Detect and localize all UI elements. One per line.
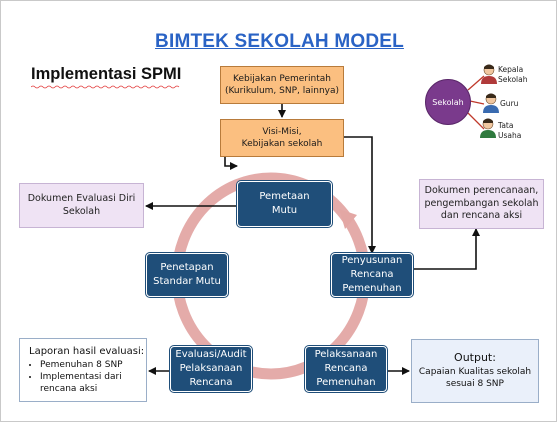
box-visi-misi: Visi-Misi, Kebijakan sekolah xyxy=(220,119,344,157)
box-pelaksanaan-rencana-pemenuhan: Pelaksanaan Rencana Pemenuhan xyxy=(305,346,387,392)
connector-guru xyxy=(469,100,485,105)
page-title: BIMTEK SEKOLAH MODEL xyxy=(155,31,404,52)
box-laporan-hasil-evaluasi: Laporan hasil evaluasi: Pemenuhan 8 SNP … xyxy=(19,338,147,402)
arrow-penyusunan-to-dokumen-perencanaan xyxy=(413,228,480,270)
cycle-arrowhead xyxy=(339,209,357,229)
list-item: Implementasi dari rencana aksi xyxy=(40,372,146,395)
laporan-list: Pemenuhan 8 SNP Implementasi dari rencan… xyxy=(29,360,146,395)
connector-tata-usaha xyxy=(467,112,485,130)
role-guru: Guru xyxy=(500,99,519,108)
sekolah-circle: Sekolah xyxy=(425,79,471,125)
role-kepala-sekolah: Kepala Sekolah xyxy=(498,65,528,84)
box-pemetaan-mutu: Pemetaan Mutu xyxy=(237,181,332,227)
box-kebijakan-pemerintah: Kebijakan Pemerintah (Kurikulum, SNP, la… xyxy=(220,66,344,104)
arrow-visimisi-to-penyusunan xyxy=(342,136,376,254)
connector-kepala-sekolah xyxy=(467,75,485,91)
box-penetapan-standar-mutu: Penetapan Standar Mutu xyxy=(146,253,228,297)
role-tata-usaha: Tata Usaha xyxy=(498,121,522,140)
list-item: Pemenuhan 8 SNP xyxy=(40,360,146,372)
box-penyusunan-rencana-pemenuhan: Penyusunan Rencana Pemenuhan xyxy=(331,253,413,297)
box-evaluasi-audit: Evaluasi/Audit Pelaksanaan Rencana xyxy=(170,346,252,392)
diagram-subtitle: Implementasi SPMI xyxy=(31,65,182,83)
laporan-heading: Laporan hasil evaluasi: xyxy=(29,345,145,357)
box-output: Output: Capaian Kualitas sekolah sesuai … xyxy=(411,339,539,403)
box-dokumen-perencanaan: Dokumen perencanaan, pengembangan sekola… xyxy=(419,179,544,229)
spellcheck-underline xyxy=(31,85,180,89)
box-dokumen-evaluasi-diri: Dokumen Evaluasi Diri Sekolah xyxy=(19,183,144,228)
